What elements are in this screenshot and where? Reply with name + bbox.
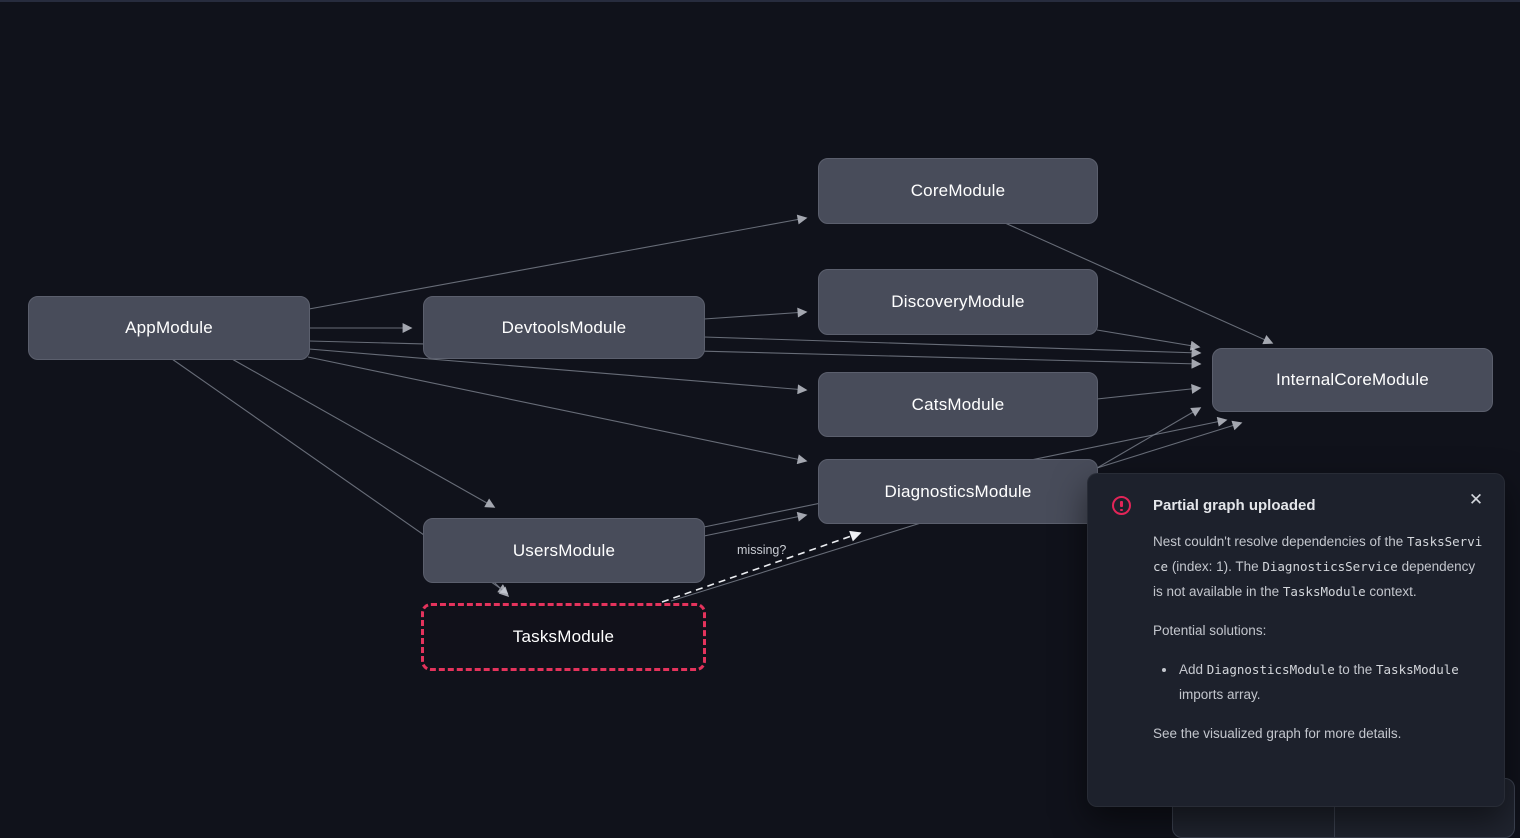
text-segment: Add <box>1179 662 1207 677</box>
edge-AppModule-CatsModule <box>308 348 808 395</box>
edge-UsersModule-DiagnosticsModule <box>703 511 808 537</box>
node-coremodule[interactable]: CoreModule <box>818 158 1098 224</box>
control-bar-divider <box>1334 779 1335 837</box>
error-dialog: Partial graph uploaded ✕ Nest couldn't r… <box>1087 473 1505 807</box>
node-usersmodule[interactable]: UsersModule <box>423 518 705 583</box>
close-icon[interactable]: ✕ <box>1465 489 1487 511</box>
code-token: TasksService <box>1153 534 1483 574</box>
code-token: TasksModule <box>1376 662 1459 677</box>
edge-DiscoveryModule-InternalCoreModule <box>1096 329 1201 351</box>
text-segment: (index: 1). The <box>1168 559 1263 574</box>
edge-DevtoolsModule-DiscoveryModule <box>703 307 808 320</box>
missing-edge-label: missing? <box>737 543 787 557</box>
solutions-heading: Potential solutions: <box>1153 623 1267 638</box>
text-segment: imports array. <box>1179 687 1261 702</box>
edge-CoreModule-InternalCoreModule <box>1004 222 1274 345</box>
node-catsmodule[interactable]: CatsModule <box>818 372 1098 437</box>
code-token: DiagnosticsModule <box>1206 662 1335 677</box>
solutions-list: Add DiagnosticsModule to the TasksModule… <box>1153 657 1483 707</box>
edge-DiagnosticsModule-InternalCoreModule <box>1096 407 1202 469</box>
edge-AppModule-DiagnosticsModule <box>307 356 808 465</box>
edge-AppModule-UsersModule <box>231 358 496 508</box>
text-segment: to the <box>1334 662 1376 677</box>
text-segment: dependency is not available in the <box>1153 559 1476 599</box>
text-segment: Nest couldn't resolve dependencies of th… <box>1153 534 1407 549</box>
node-appmodule[interactable]: AppModule <box>28 296 310 360</box>
node-tasksmodule[interactable]: TasksModule <box>421 603 706 671</box>
code-token: DiagnosticsService <box>1262 559 1398 574</box>
edge-AppModule-CoreModule <box>308 214 808 310</box>
edge-CatsModule-InternalCoreModule <box>1096 383 1202 400</box>
code-token: TasksModule <box>1282 584 1366 599</box>
node-discoverymodule[interactable]: DiscoveryModule <box>818 269 1098 335</box>
error-message: Nest couldn't resolve dependencies of th… <box>1153 529 1483 604</box>
node-internalcoremodule[interactable]: InternalCoreModule <box>1212 348 1493 412</box>
edge-UsersModule-TasksModule <box>493 581 510 598</box>
node-devtoolsmodule[interactable]: DevtoolsModule <box>423 296 705 359</box>
error-dialog-body: Nest couldn't resolve dependencies of th… <box>1153 529 1483 746</box>
edge-DevtoolsModule-InternalCoreModule <box>703 336 1202 358</box>
warning-icon <box>1112 496 1131 515</box>
solution-item: Add DiagnosticsModule to the TasksModule… <box>1177 657 1483 707</box>
error-dialog-header: Partial graph uploaded <box>1112 496 1480 515</box>
error-dialog-title: Partial graph uploaded <box>1153 497 1316 514</box>
edge-TasksModule-DiagnosticsModule <box>661 530 862 603</box>
text-segment: context. <box>1365 584 1417 599</box>
window-top-strip <box>0 0 1520 2</box>
dialog-footer: See the visualized graph for more detail… <box>1153 726 1402 741</box>
node-diagnosticsmodule[interactable]: DiagnosticsModule <box>818 459 1098 524</box>
